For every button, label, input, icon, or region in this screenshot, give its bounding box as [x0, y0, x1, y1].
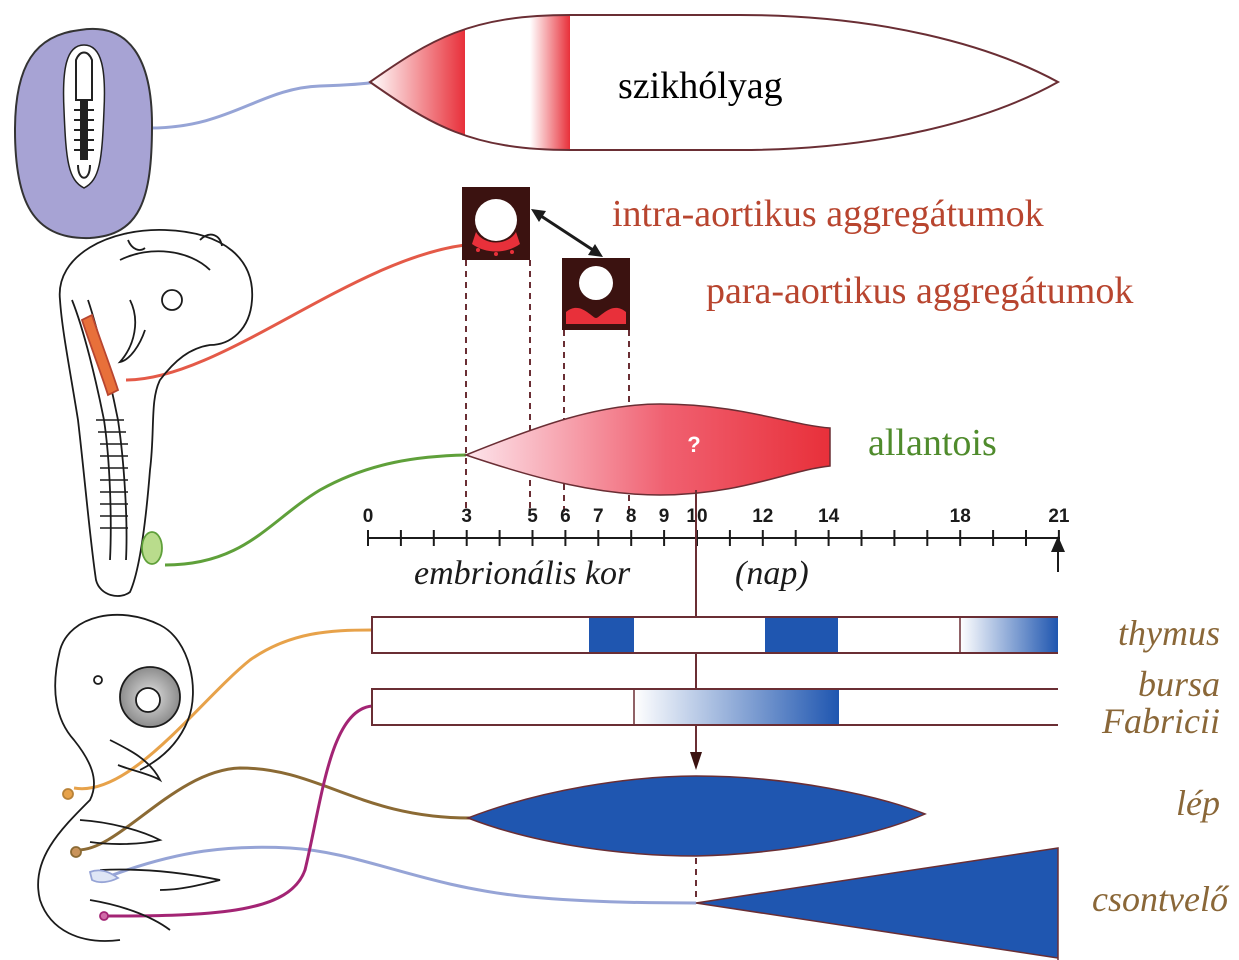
- late-chick-embryo-illustration: [38, 615, 220, 941]
- yolk-sac-label: szikhólyag: [618, 65, 783, 107]
- bursa-label-line2: Fabricii: [1101, 701, 1220, 741]
- axis-title-left: embrionális kor: [414, 555, 631, 592]
- axis-tick-label: 0: [363, 506, 374, 527]
- allantois-connector: [165, 455, 466, 565]
- question-mark: ?: [687, 432, 700, 457]
- axis-tick-label: 5: [527, 506, 538, 527]
- spleen-shape: [468, 776, 925, 856]
- intra-aortic-aggregate-icon: [462, 187, 530, 260]
- thymus-bar: [372, 617, 1058, 653]
- axis-tick-label: 9: [659, 506, 670, 527]
- intra-aortic-label: intra-aortikus aggregátumok: [612, 193, 1044, 235]
- axis-tick-label: 18: [950, 506, 971, 527]
- axis-tick-label: 3: [461, 506, 472, 527]
- axis-tick-label: 12: [752, 506, 773, 527]
- axis-tick-label: 7: [593, 506, 604, 527]
- thymus-label: thymus: [1118, 613, 1220, 653]
- axis-tick-label: 14: [818, 506, 840, 527]
- bursa-bar: [372, 689, 1058, 725]
- allantois-shape: [466, 404, 830, 495]
- mid-stage-embryo-illustration: [60, 230, 253, 596]
- axis-tick-label: 8: [626, 506, 637, 527]
- allantois-label: allantois: [868, 422, 997, 464]
- axis-title-right: (nap): [735, 555, 809, 592]
- early-embryo-illustration: [15, 29, 152, 238]
- bone-marrow-label: csontvelő: [1092, 879, 1230, 919]
- axis-tick-label: 6: [560, 506, 571, 527]
- para-aortic-aggregate-icon: [562, 258, 630, 330]
- para-aortic-label: para-aortikus aggregátumok: [706, 270, 1133, 312]
- axis-tick-label: 21: [1048, 506, 1070, 527]
- spleen-label: lép: [1176, 783, 1220, 823]
- aortic-connector: [126, 245, 465, 380]
- spleen-connector: [78, 768, 470, 850]
- migration-arrow-icon: [531, 209, 603, 257]
- bone-marrow-shape: [696, 848, 1058, 960]
- bursa-label-line1: bursa: [1138, 664, 1220, 704]
- yolk-sac-connector: [150, 82, 375, 128]
